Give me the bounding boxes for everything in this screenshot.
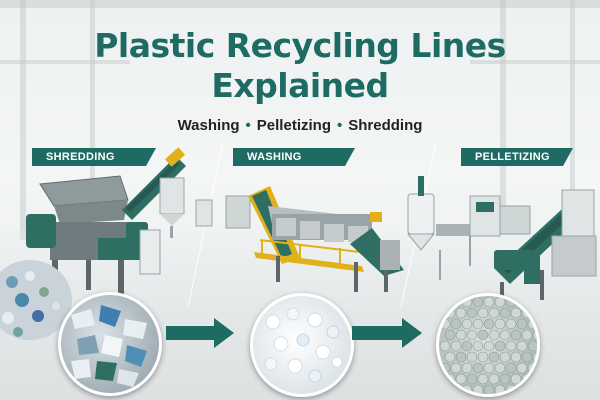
title-line-1: Plastic Recycling Lines [94,26,506,65]
pelletizer-machine-icon [406,176,597,300]
subtitle-shredding: Shredding [348,117,423,134]
bullet-separator: • [336,117,343,134]
title-line-2: Explained [211,66,389,105]
subtitle-pelletizing: Pelletizing [256,117,331,134]
pellets-sample [436,293,540,397]
bullet-separator: • [245,117,251,134]
page-title: Plastic Recycling Lines Explained [0,26,600,106]
stage-label-shredding: SHREDDING [32,148,156,166]
subtitle: Washing • Pelletizing • Shredding [0,117,600,134]
process-arrow-icon [166,318,234,348]
subtitle-washing: Washing [177,117,240,134]
washed-flakes-sample [250,293,354,397]
plastic-bottle-pile [0,260,72,340]
stage-label-washing: WASHING [233,148,355,166]
shredded-flakes-sample [58,292,162,396]
shredder-machine-icon [26,147,186,296]
stage-label-pelletizing: PELLETIZING [461,148,573,166]
process-arrow-icon [352,318,422,348]
washing-line-machine-icon [195,186,404,292]
